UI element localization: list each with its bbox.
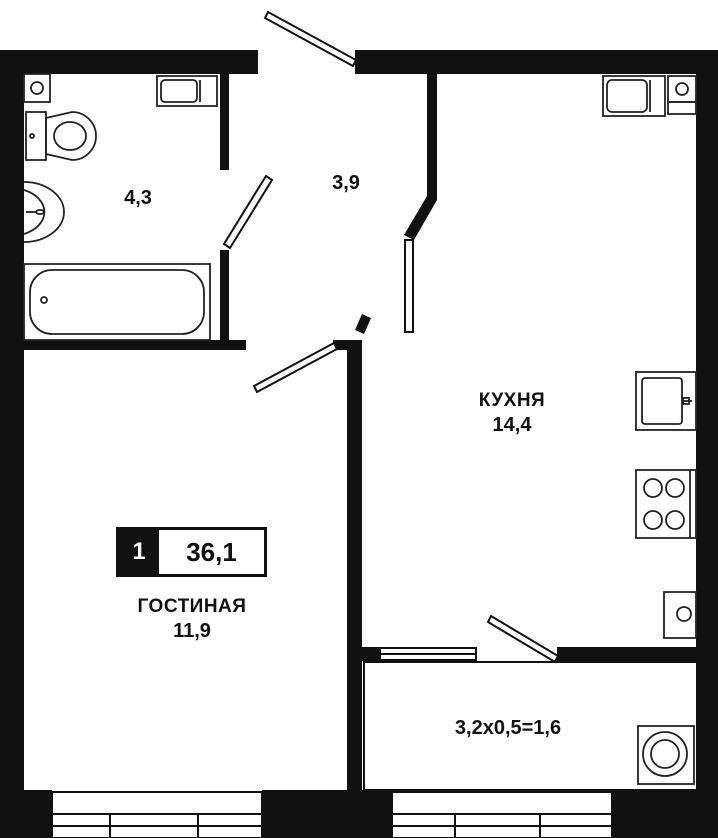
balcony-frame xyxy=(363,661,699,791)
balcony-area: 3,2х0,5=1,6 xyxy=(454,717,562,739)
windows xyxy=(51,791,613,838)
wall-kitchen-bottom-stub xyxy=(362,647,380,661)
bathroom-fixtures xyxy=(23,73,218,341)
fridge xyxy=(663,591,697,639)
window-living xyxy=(51,791,263,838)
room-count: 1 xyxy=(119,530,159,574)
kitchen-sink xyxy=(635,371,697,431)
stove xyxy=(635,469,697,539)
apartment-badge: 1 36,1 xyxy=(116,527,267,577)
wall-bath-right-upper xyxy=(220,70,229,170)
wall-kitchen-bottom xyxy=(557,647,699,661)
doors xyxy=(222,10,560,664)
wall-living-right xyxy=(333,340,357,350)
washing-machine xyxy=(637,725,695,785)
wall-bottom-right xyxy=(612,790,718,838)
balcony-door xyxy=(486,614,560,664)
walls xyxy=(0,50,718,838)
hall-area: 3,9 xyxy=(332,172,360,194)
wall-bottom-mid xyxy=(262,790,392,838)
wall-outer-left xyxy=(0,50,24,838)
balcony-window xyxy=(379,647,477,661)
kitchen-area: 14,4 xyxy=(492,414,532,436)
kitchen-door xyxy=(404,239,414,333)
kitchen-name: КУХНЯ xyxy=(478,390,546,411)
window-balcony xyxy=(391,791,613,838)
living-area: 11,9 xyxy=(173,620,211,642)
bathroom-door xyxy=(222,174,274,250)
toilet xyxy=(25,111,97,161)
living-door xyxy=(252,341,339,394)
washbasin xyxy=(23,181,65,243)
wall-bath-right-lower xyxy=(220,250,229,345)
riser-bath xyxy=(23,73,51,103)
bathroom-area: 4,3 xyxy=(124,187,152,209)
wall-top-right xyxy=(355,50,718,74)
bathtub xyxy=(23,263,211,341)
riser-kitchen xyxy=(667,75,697,115)
wall-living-kitchen xyxy=(347,340,362,798)
wall-outer-right xyxy=(696,50,718,838)
living-name: ГОСТИНАЯ xyxy=(137,596,247,617)
wall-bottom-left xyxy=(0,790,52,838)
wall-stub-hall xyxy=(355,314,371,334)
wall-top-left xyxy=(0,50,258,74)
boiler-kitchen xyxy=(602,75,666,117)
water-heater xyxy=(156,75,218,107)
wall-bath-bottom xyxy=(20,340,246,350)
kitchen-fixtures xyxy=(602,75,697,639)
entrance-door xyxy=(263,10,358,68)
wall-kitchen-left-upper xyxy=(404,70,437,240)
total-area: 36,1 xyxy=(186,536,237,567)
